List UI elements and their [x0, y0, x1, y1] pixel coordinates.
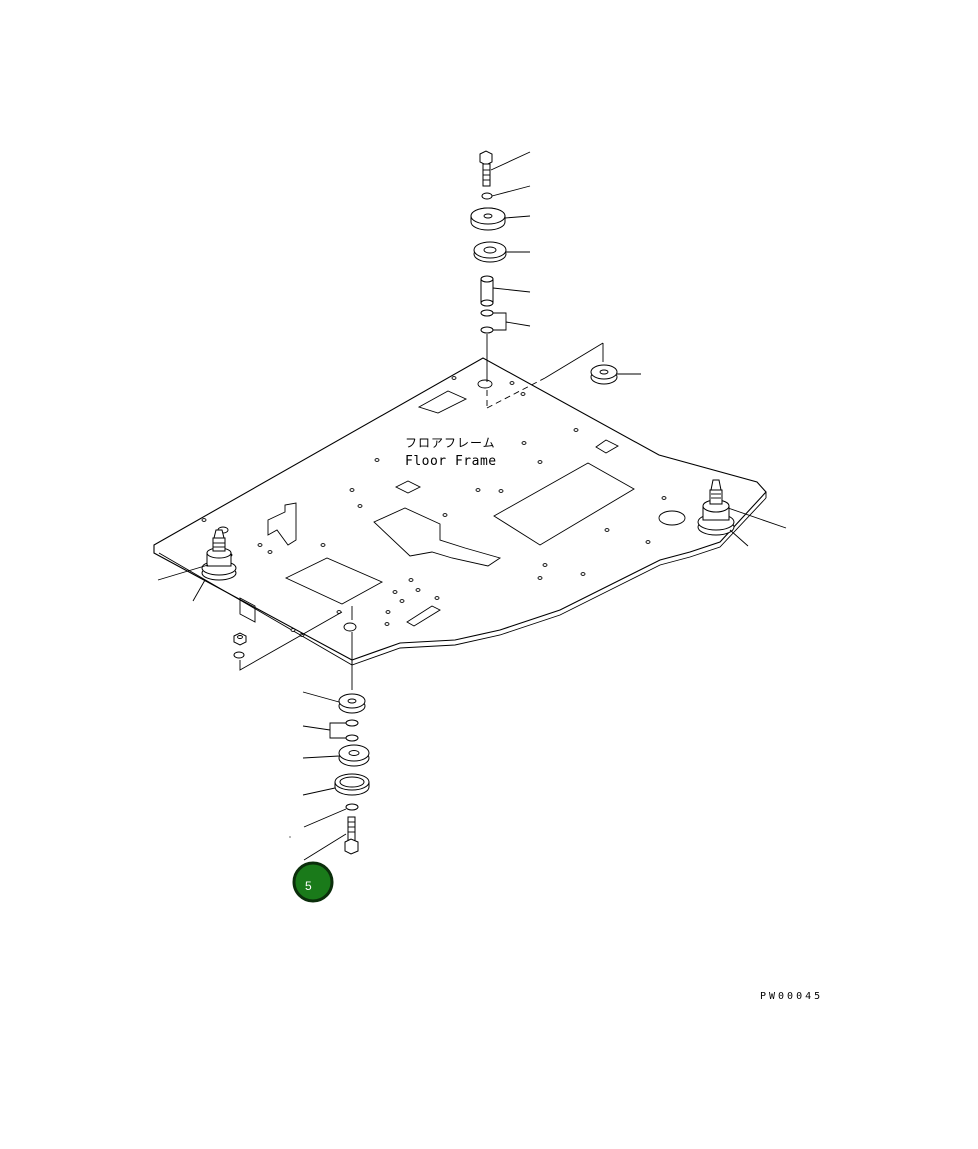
- leader-rubber-bottom: [302, 691, 340, 703]
- leader-left-2: [192, 579, 206, 602]
- shim-top-1: [480, 309, 494, 317]
- top-mount-stack: [470, 150, 641, 409]
- cushion-cap-top: [470, 207, 506, 231]
- cap-bottom: [334, 773, 370, 796]
- leader-right-2: [729, 529, 749, 547]
- leader-left-1: [157, 564, 209, 581]
- sleeve-top: [480, 275, 494, 307]
- drawing-code: PW00045: [760, 991, 823, 1002]
- shim-top-2: [480, 326, 494, 334]
- mount-assembly-right: [697, 479, 735, 536]
- leader-bolt-bottom: [303, 833, 347, 861]
- frame-label-en: Floor Frame: [405, 454, 497, 469]
- bolt-top: [479, 150, 493, 187]
- floor-frame-plate: フロアフレーム Floor Frame: [153, 357, 767, 666]
- cutout-right: [493, 462, 635, 546]
- cushion-right-top: [590, 364, 618, 385]
- washer-bottom: [345, 803, 359, 811]
- leader-shims-top: [493, 312, 531, 331]
- leader-left-nut: [239, 611, 343, 671]
- rubber-mount-top: [473, 241, 507, 263]
- leader-right-1: [727, 507, 787, 529]
- washer-top: [481, 192, 493, 200]
- bolt-bottom: [344, 816, 359, 855]
- callout-badge-5[interactable]: 5: [292, 861, 334, 903]
- rubber-mount-bottom: [338, 693, 366, 714]
- callout-number: 5: [305, 879, 312, 893]
- leader-cushion-bottom: [302, 755, 340, 759]
- cutout-center: [373, 507, 502, 567]
- washer-left: [233, 651, 245, 659]
- cutout-left: [284, 557, 384, 605]
- nut-left: [233, 632, 247, 646]
- leader-sleeve-top: [492, 287, 531, 293]
- mount-hole-bottom: [343, 622, 357, 632]
- leader-washer-top: [491, 185, 531, 197]
- leader-shims-bottom: [302, 722, 346, 739]
- cushion-bottom: [338, 744, 370, 767]
- shim-bottom-2: [345, 734, 359, 742]
- leader-bolt-top: [490, 151, 531, 171]
- bottom-mount-stack: [289, 606, 370, 861]
- leader-cap-top: [504, 215, 531, 219]
- leader-cap-bottom: [302, 787, 336, 796]
- frame-label-jp: フロアフレーム: [405, 436, 496, 450]
- slot-top: [417, 390, 468, 414]
- mount-hole-top: [477, 379, 493, 389]
- leader-washer-bottom: [303, 808, 347, 828]
- shim-bottom-1: [345, 719, 359, 727]
- mount-assembly-left: [201, 529, 237, 581]
